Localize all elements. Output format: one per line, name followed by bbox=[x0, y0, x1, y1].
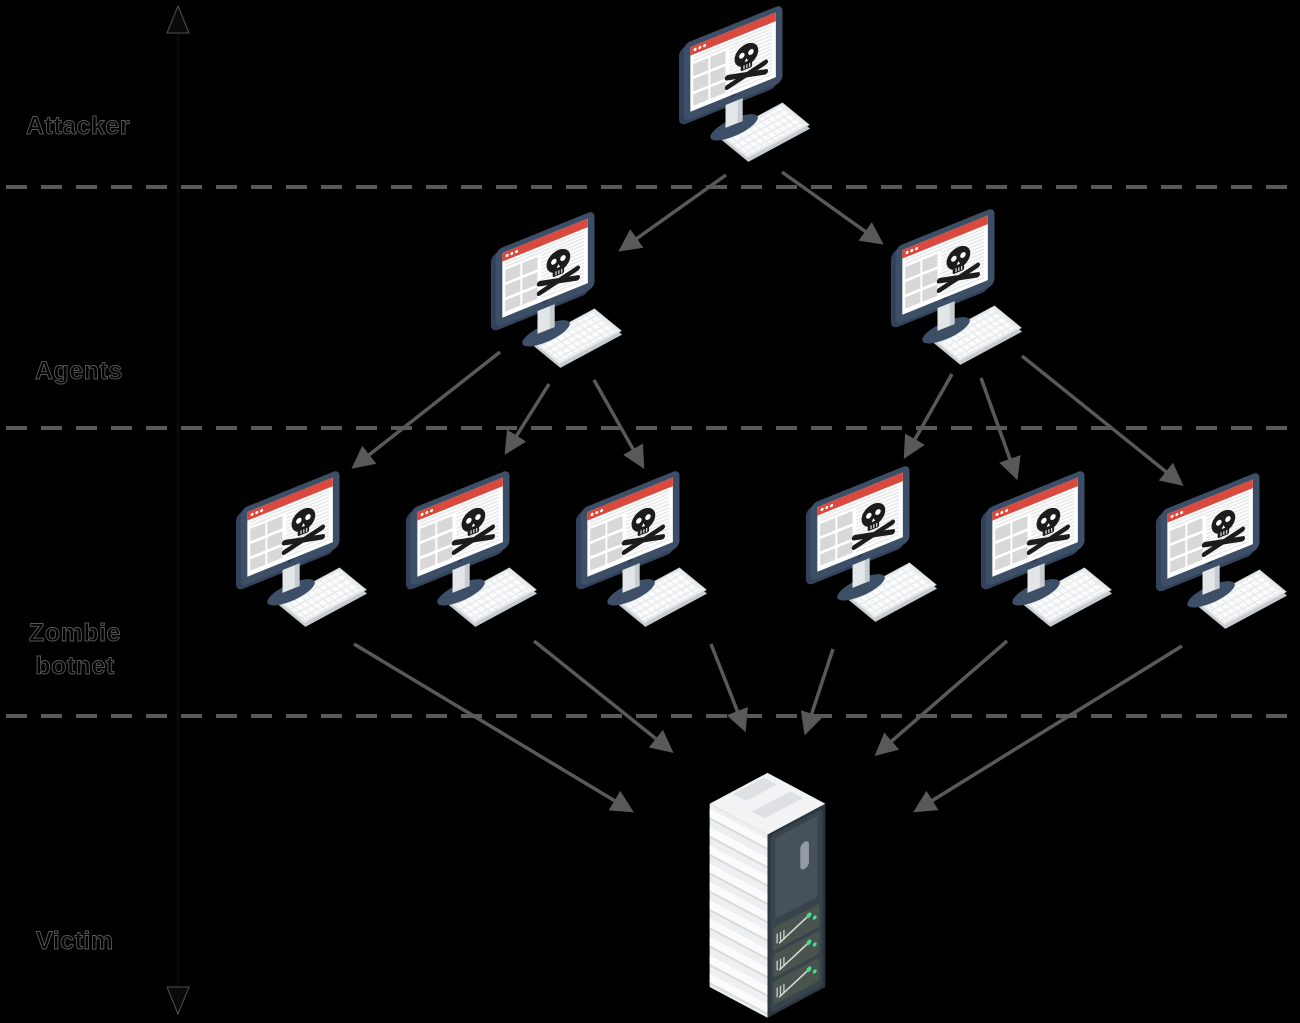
attacker-computer-icon bbox=[678, 0, 830, 167]
arrow-agent2-zombie6 bbox=[1020, 354, 1184, 486]
arrow-agent2-zombie5 bbox=[979, 377, 1021, 481]
zombie-computer-icon bbox=[405, 465, 557, 632]
victim-label: Victim bbox=[36, 927, 114, 956]
zombie-computer-icon bbox=[575, 465, 727, 632]
attacker-label: Attacker bbox=[26, 112, 131, 141]
zombie-computer-icon bbox=[805, 460, 957, 627]
arrow-zombie2-victim bbox=[532, 639, 674, 753]
arrow-agent1-zombie1 bbox=[351, 350, 502, 469]
arrow-zombie5-victim bbox=[874, 639, 1009, 756]
arrow-zombie4-victim bbox=[800, 648, 835, 736]
agent-computer-icon bbox=[890, 203, 1042, 370]
zombie-computer-icon bbox=[235, 465, 387, 632]
zombie-computer-icon bbox=[980, 465, 1132, 632]
agents-label: Agents bbox=[35, 357, 123, 386]
double-headed-arrow bbox=[166, 4, 190, 1016]
arrow-zombie6-victim bbox=[913, 644, 1183, 813]
zombie-computer-icon bbox=[1155, 467, 1300, 634]
zombie-botnet-label: Zombie botnet bbox=[29, 619, 121, 681]
arrow-agent2-zombie4 bbox=[903, 373, 954, 459]
arrow-agent1-zombie3 bbox=[592, 379, 645, 469]
arrow-attacker-agent2 bbox=[780, 170, 884, 245]
arrow-down-icon bbox=[166, 986, 190, 1016]
arrow-zombie1-victim bbox=[353, 642, 634, 813]
agent-computer-icon bbox=[490, 206, 642, 373]
arrow-zombie3-victim bbox=[709, 643, 748, 733]
layer-separators bbox=[6, 185, 1300, 718]
victim-server-icon bbox=[700, 765, 835, 1018]
arrow-agent1-zombie2 bbox=[504, 383, 551, 455]
arrow-up-icon bbox=[166, 4, 190, 34]
